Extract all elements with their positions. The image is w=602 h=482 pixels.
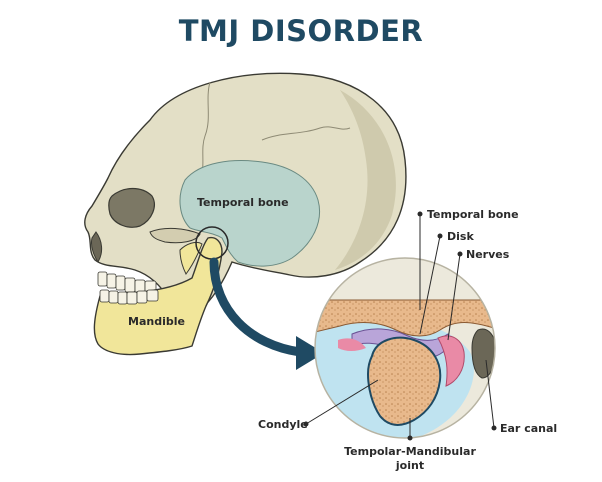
inset-condyle [366,336,442,426]
tmj-inset [314,257,496,439]
label-nerves: Nerves [466,248,510,261]
label-mandible: Mandible [128,315,185,328]
lower-teeth [99,289,159,305]
inset-pink-left [338,338,366,351]
label-inset-temporal-bone: Temporal bone [427,208,519,221]
label-disk: Disk [447,230,474,243]
cranium-shadow [335,90,396,270]
label-joint-line1: Tempolar-Mandibular [344,445,476,458]
nasal-cavity [91,231,103,263]
temporal-bone-region [179,160,320,267]
inset-nerves-tissue [437,335,465,387]
label-condyle: Condyle [258,418,308,431]
coronoid-process [179,241,203,275]
zygomatic-arch [149,227,201,244]
zoom-arrow [209,257,324,370]
label-joint-line2: joint [395,459,424,472]
eye-socket [108,187,155,228]
page-title: TMJ DISORDER [178,14,424,48]
skull-illustration [84,72,407,356]
label-ear-canal: Ear canal [500,422,557,435]
squamous-suture [261,126,351,141]
inset-temporal-bone [315,299,495,337]
labels: Temporal bone Mandible Temporal bone Dis… [128,196,557,472]
label-temporal-bone: Temporal bone [197,196,289,209]
